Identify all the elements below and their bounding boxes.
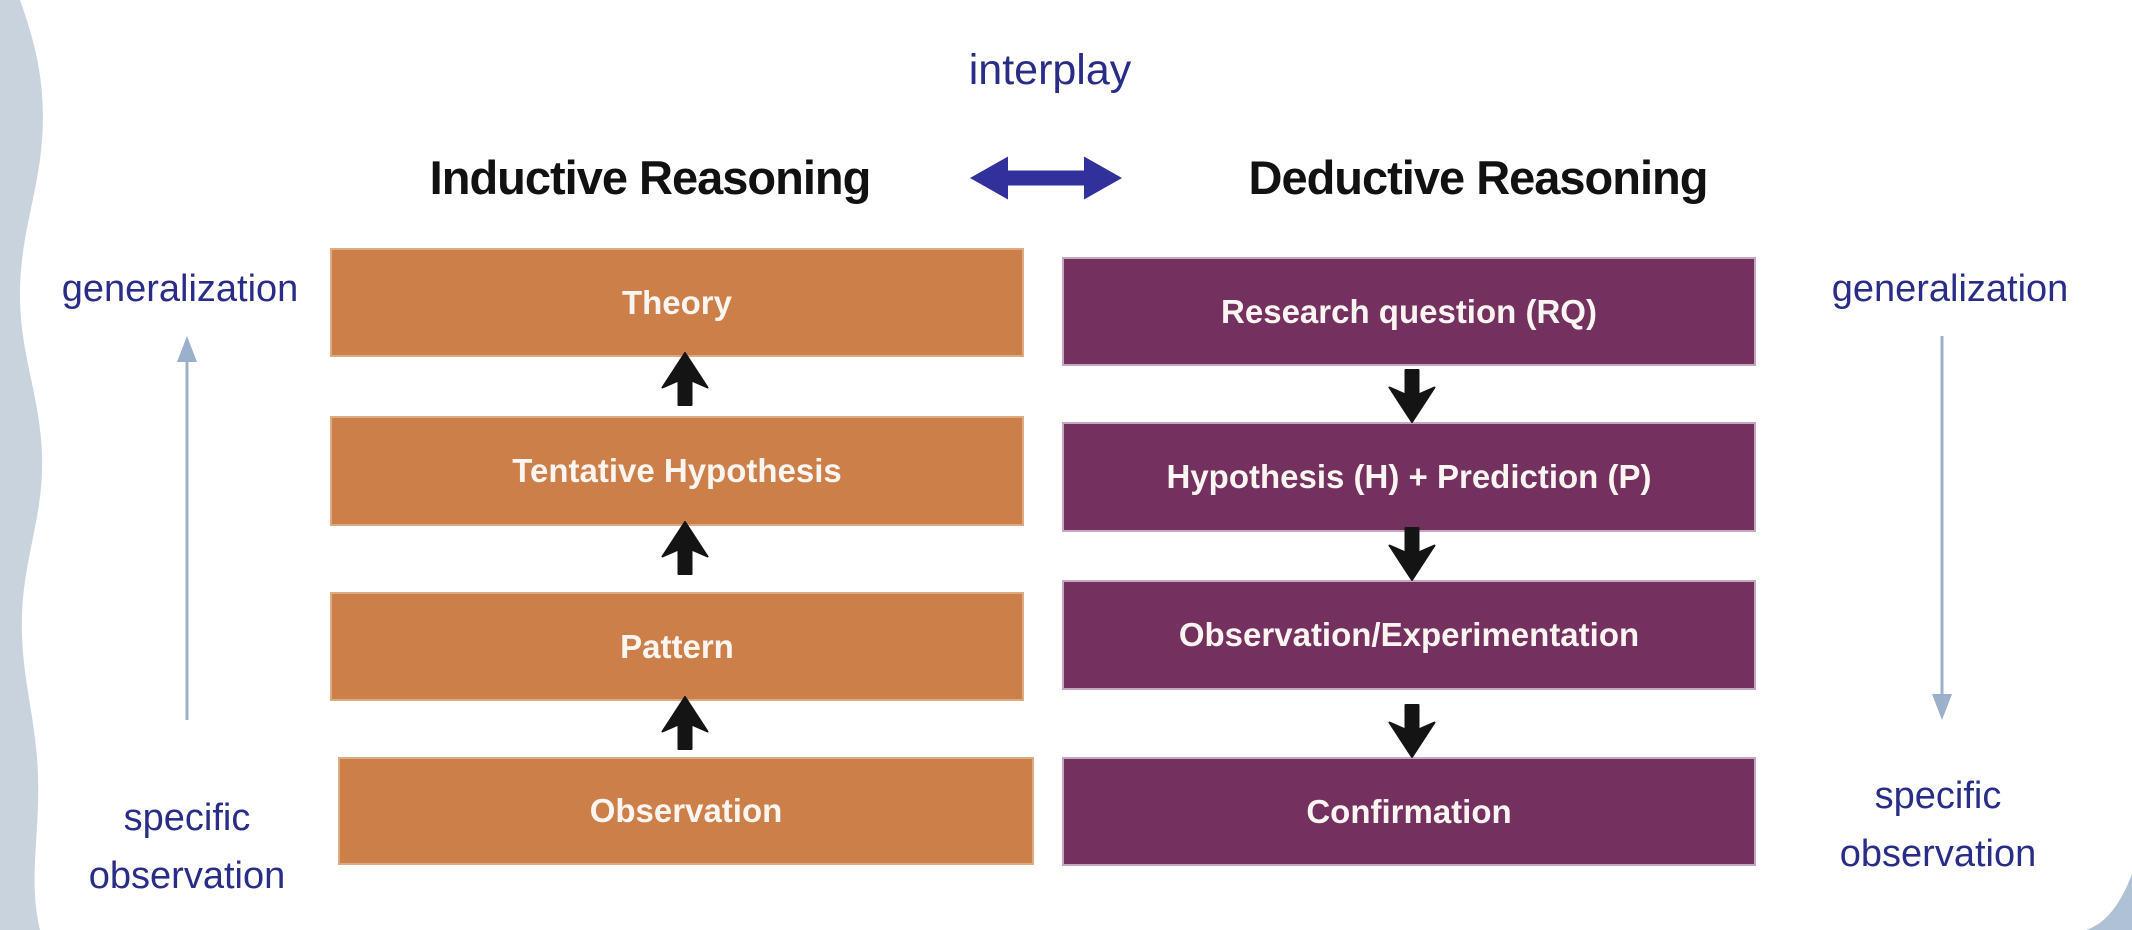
down-arrow-icon-3 xyxy=(1388,704,1436,763)
up-arrow-icon-3 xyxy=(661,696,709,755)
generalization-arrow-up-icon xyxy=(175,336,199,725)
wave-decoration-left xyxy=(0,0,60,930)
inductive-box-pattern: Pattern xyxy=(330,592,1024,701)
down-arrow-icon-1 xyxy=(1388,369,1436,428)
up-arrow-icon-1 xyxy=(661,352,709,411)
deductive-box-confirmation: Confirmation xyxy=(1062,757,1756,866)
specific-observation-label-left: specific observation xyxy=(88,797,286,897)
inductive-box-theory: Theory xyxy=(330,248,1024,357)
inductive-box-tentative-hypothesis: Tentative Hypothesis xyxy=(330,416,1024,526)
deductive-box-research-question: Research question (RQ) xyxy=(1062,257,1756,366)
interplay-label: interplay xyxy=(968,46,1132,94)
wave-decoration-corner xyxy=(1922,750,2132,930)
inductive-box-observation: Observation xyxy=(338,757,1034,865)
deductive-box-hypothesis-prediction: Hypothesis (H) + Prediction (P) xyxy=(1062,422,1756,532)
specific-observation-label-right: specific observation xyxy=(1839,775,2037,875)
interplay-double-arrow-icon xyxy=(966,153,1126,208)
generalization-arrow-down-icon xyxy=(1930,333,1954,725)
generalization-label-left: generalization xyxy=(61,268,299,310)
inductive-reasoning-header: Inductive Reasoning xyxy=(429,151,872,204)
deductive-reasoning-header: Deductive Reasoning xyxy=(1248,151,1709,204)
deductive-box-observation-experimentation: Observation/Experimentation xyxy=(1062,580,1756,690)
down-arrow-icon-2 xyxy=(1388,527,1436,586)
generalization-label-right: generalization xyxy=(1831,268,2069,310)
up-arrow-icon-2 xyxy=(661,521,709,580)
